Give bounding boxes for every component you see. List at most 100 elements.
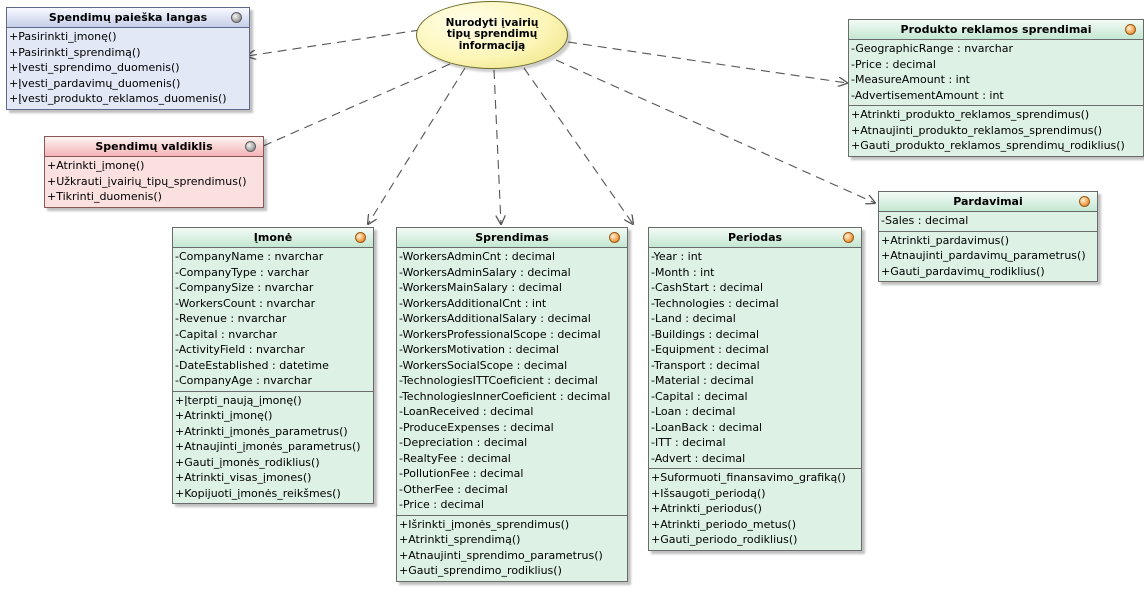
class-title: Pardavimai bbox=[953, 195, 1023, 208]
attribute-row[interactable]: -LoanBack : decimal bbox=[651, 420, 763, 434]
attribute-row[interactable]: -WorkersCount : nvarchar bbox=[175, 296, 316, 310]
operation-row[interactable]: +Įvesti_produkto_reklamos_duomenis() bbox=[9, 92, 227, 105]
operation-row[interactable]: +Gauti_periodo_rodiklius() bbox=[651, 533, 798, 546]
attribute-row[interactable]: -Loan : decimal bbox=[651, 405, 736, 418]
link-to-valdiklis bbox=[254, 63, 451, 150]
class-paieska-langas[interactable]: Spendimų paieška langas +Pasirinkti_įmonę… bbox=[6, 7, 250, 110]
class-periodas[interactable]: Periodas-Year : int-Month : int-CashStar… bbox=[648, 227, 862, 551]
operation-row[interactable]: +Pasirinkti_sprendimą() bbox=[9, 45, 141, 59]
operation-row[interactable]: +Atnaujinti_pardavimų_parametrus() bbox=[881, 249, 1086, 262]
attribute-row[interactable]: -ITT : decimal bbox=[651, 436, 726, 449]
operation-row[interactable]: +Atnaujinti_sprendimo_parametrus() bbox=[399, 548, 603, 562]
attribute-row[interactable]: -Year : int bbox=[651, 250, 702, 263]
operation-row[interactable]: +Atnaujinti_produkto_reklamos_sprendimus… bbox=[851, 123, 1103, 137]
attribute-row[interactable]: -LoanReceived : decimal bbox=[399, 405, 534, 418]
attribute-row[interactable]: -WorkersSocialScope : decimal bbox=[399, 358, 568, 372]
operation-row[interactable]: +Atrinkti_visas_įmones() bbox=[175, 471, 312, 484]
operation-row[interactable]: +Atrinkti_periodus() bbox=[651, 502, 762, 515]
operation-row[interactable]: +Kopijuoti_įmonės_reikšmes() bbox=[175, 486, 341, 500]
operation-row[interactable]: +Suformuoti_finansavimo_grafiką() bbox=[651, 471, 846, 484]
attribute-row[interactable]: -AdvertisementAmount : int bbox=[851, 88, 1004, 102]
operation-row[interactable]: +Atnaujinti_įmonės_parametrus() bbox=[175, 440, 361, 453]
attribute-row[interactable]: -WorkersAdditionalSalary : decimal bbox=[399, 312, 591, 325]
attribute-row[interactable]: -CashStart : decimal bbox=[651, 281, 764, 294]
attribute-row[interactable]: -CompanyName : nvarchar bbox=[175, 250, 324, 263]
attribute-row[interactable]: -DateEstablished : datetime bbox=[175, 358, 329, 372]
operation-row[interactable]: +Atrinkti_produkto_reklamos_sprendimus() bbox=[851, 108, 1090, 121]
operation-row[interactable]: +Atrinkti_sprendimą() bbox=[399, 533, 521, 546]
operation-row[interactable]: +Įvesti_pardavimų_duomenis() bbox=[9, 76, 181, 90]
attributes-section: -GeographicRange : nvarchar -Price : deci… bbox=[849, 40, 1143, 105]
usecase-ellipse[interactable]: Nurodyti įvairių tipų sprendimų informac… bbox=[416, 1, 568, 69]
attribute-row[interactable]: -Technologies : decimal bbox=[651, 296, 779, 310]
attribute-row[interactable]: -Sales : decimal bbox=[881, 214, 969, 227]
attribute-row[interactable]: -TechnologiesInnerCoeficient : decimal bbox=[399, 389, 611, 403]
operation-row[interactable]: +Įterpti_naują_įmonę() bbox=[175, 393, 302, 407]
attribute-row[interactable]: -WorkersProfessionalScope : decimal bbox=[399, 327, 601, 341]
class-title: Spendimų valdiklis bbox=[95, 140, 213, 153]
attribute-row[interactable]: -CompanyAge : nvarchar bbox=[175, 374, 313, 387]
operation-row[interactable]: +Išrinkti_įmonės_sprendimus() bbox=[399, 517, 570, 531]
attribute-row[interactable]: -Capital : nvarchar bbox=[175, 327, 278, 341]
link-to-sprendimas bbox=[493, 69, 501, 224]
attribute-row[interactable]: -WorkersMotivation : decimal bbox=[399, 343, 559, 356]
attribute-row[interactable]: -ActivityField : nvarchar bbox=[175, 343, 305, 356]
operation-row[interactable]: +Pasirinkti_įmonę() bbox=[9, 30, 117, 43]
attribute-row[interactable]: -Price : decimal bbox=[399, 498, 484, 511]
attribute-row[interactable]: -Material : decimal bbox=[651, 374, 754, 387]
class-produkto-reklama[interactable]: Produkto reklamos sprendimai-GeographicR… bbox=[848, 19, 1144, 157]
attribute-row[interactable]: -Land : decimal bbox=[651, 312, 736, 325]
attribute-row[interactable]: -CompanySize : nvarchar bbox=[175, 281, 314, 294]
attributes-section: -CompanyName : nvarchar -CompanyType : va… bbox=[173, 248, 373, 391]
operation-row[interactable]: +Atrinkti_įmonę() bbox=[47, 159, 145, 172]
attribute-row[interactable]: -PollutionFee : decimal bbox=[399, 467, 524, 480]
attribute-row[interactable]: -Capital : decimal bbox=[651, 389, 748, 403]
operation-row[interactable]: +Išsaugoti_periodą() bbox=[651, 486, 766, 500]
attribute-row[interactable]: -GeographicRange : nvarchar bbox=[851, 42, 1014, 55]
attribute-row[interactable]: -ProduceExpenses : decimal bbox=[399, 420, 554, 434]
attribute-row[interactable]: -WorkersAdminSalary : decimal bbox=[399, 265, 571, 279]
attribute-row[interactable]: -WorkersAdditionalCnt : int bbox=[399, 296, 547, 310]
attribute-row[interactable]: -CompanyType : varchar bbox=[175, 265, 310, 279]
operations-section: +Pasirinkti_įmonę() +Pasirinkti_sprendimą… bbox=[7, 28, 249, 109]
attribute-row[interactable]: -RealtyFee : decimal bbox=[399, 451, 511, 465]
class-valdiklis[interactable]: Spendimų valdiklis +Atrinkti_įmonę() +Užkr… bbox=[44, 136, 264, 208]
class-header: Sprendimas bbox=[397, 228, 627, 248]
attribute-row[interactable]: -MeasureAmount : int bbox=[851, 73, 970, 86]
class-stereotype-icon bbox=[355, 232, 366, 243]
operation-row[interactable]: +Atrinkti_įmonės_parametrus() bbox=[175, 424, 348, 438]
class-header: Įmonė bbox=[173, 228, 373, 248]
class-imone[interactable]: Įmonė -CompanyName : nvarchar -CompanyType… bbox=[172, 227, 374, 504]
operation-row[interactable]: +Atrinkti_periodo_metus() bbox=[651, 517, 797, 531]
operation-row[interactable]: +Įvesti_sprendimo_duomenis() bbox=[9, 61, 180, 74]
attribute-row[interactable]: -OtherFee : decimal bbox=[399, 482, 508, 496]
operation-row[interactable]: +Gauti_produkto_reklamos_sprendimų_rodik… bbox=[851, 139, 1125, 152]
operation-row[interactable]: +Gauti_pardavimų_rodiklius() bbox=[881, 264, 1045, 278]
attribute-row[interactable]: -Buildings : decimal bbox=[651, 327, 759, 341]
class-title: Spendimų paieška langas bbox=[48, 11, 208, 24]
class-stereotype-icon bbox=[1079, 196, 1090, 207]
class-pardavimai[interactable]: Pardavimai -Sales : decimal +Atrinkti_pard… bbox=[878, 191, 1098, 282]
attribute-row[interactable]: -Advert : decimal bbox=[651, 451, 746, 465]
attributes-section: -WorkersAdminCnt : decimal -WorkersAdminS… bbox=[397, 248, 627, 515]
attribute-row[interactable]: -Revenue : nvarchar bbox=[175, 312, 287, 325]
attribute-row[interactable]: -WorkersAdminCnt : decimal bbox=[399, 250, 556, 263]
operation-row[interactable]: +Gauti_įmonės_rodiklius() bbox=[175, 455, 320, 469]
class-header: Produkto reklamos sprendimai bbox=[849, 20, 1143, 40]
class-sprendimas[interactable]: Sprendimas-WorkersAdminCnt : decimal-Wor… bbox=[396, 227, 628, 582]
operation-row[interactable]: +Atrinkti_įmonę() bbox=[175, 409, 273, 422]
attribute-row[interactable]: -Depreciation : decimal bbox=[399, 436, 528, 449]
operation-row[interactable]: +Tikrinti_duomenis() bbox=[47, 190, 162, 203]
operation-row[interactable]: +Atrinkti_pardavimus() bbox=[881, 233, 1009, 247]
attribute-row[interactable]: -TechnologiesITTCoeficient : decimal bbox=[399, 374, 598, 387]
attribute-row[interactable]: -Equipment : decimal bbox=[651, 343, 769, 356]
attributes-section: -Year : int -Month : int -CashStart : deci… bbox=[649, 248, 861, 468]
operation-row[interactable]: +Gauti_sprendimo_rodiklius() bbox=[399, 564, 562, 577]
operation-row[interactable]: +Užkrauti_įvairių_tipų_sprendimus() bbox=[47, 174, 247, 188]
link-to-reklama bbox=[567, 41, 847, 83]
attribute-row[interactable]: -WorkersMainSalary : decimal bbox=[399, 281, 562, 294]
attribute-row[interactable]: -Price : decimal bbox=[851, 57, 936, 71]
attribute-row[interactable]: -Month : int bbox=[651, 265, 715, 279]
attribute-row[interactable]: -Transport : decimal bbox=[651, 358, 760, 372]
operations-section: +Atrinkti_pardavimus() +Atnaujinti_pardav… bbox=[879, 230, 1097, 282]
